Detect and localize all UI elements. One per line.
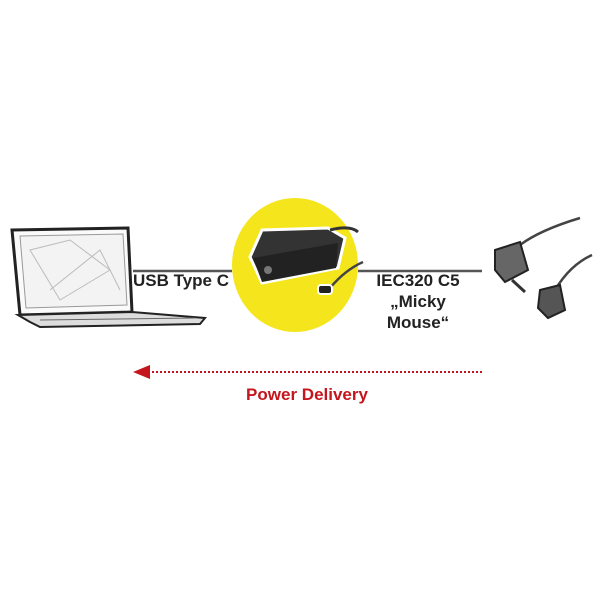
power-flow-arrow	[133, 365, 482, 379]
power-adapter-icon	[248, 226, 364, 295]
iec320-c5-label: IEC320 C5 „Micky Mouse“	[370, 270, 466, 333]
laptop-icon	[10, 226, 208, 329]
usb-type-c-label: USB Type C	[132, 271, 230, 290]
iec-label-line1: IEC320 C5	[376, 271, 460, 290]
iec-c5-power-cord-icon	[494, 216, 593, 320]
iec-label-line2: „Micky	[390, 292, 446, 311]
power-delivery-label: Power Delivery	[246, 385, 368, 404]
iec-label-line3: Mouse“	[386, 313, 450, 332]
